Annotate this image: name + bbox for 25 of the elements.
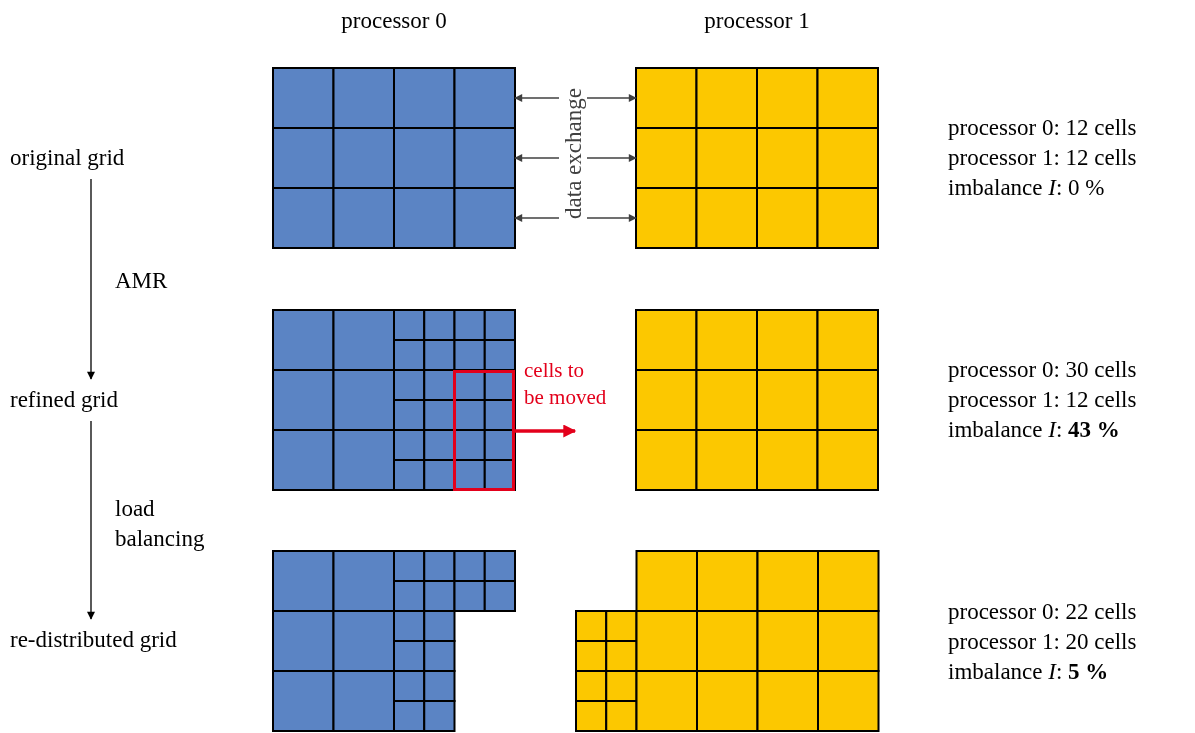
arrow: [586, 154, 637, 162]
column-heading: processor 0: [341, 7, 447, 35]
statistic-text: imbalance I: 0 %: [948, 174, 1105, 202]
arrow: [514, 154, 560, 162]
arrow: [515, 424, 577, 438]
arrow: [514, 94, 560, 102]
statistic-text: processor 1: 12 cells: [948, 144, 1137, 172]
statistic-text: processor 0: 12 cells: [948, 114, 1137, 142]
row-label: refined grid: [10, 385, 170, 415]
annotation-text: cells to be moved: [524, 357, 608, 411]
statistic-text: imbalance I: 5 %: [948, 658, 1109, 686]
statistic-text: imbalance I: 43 %: [948, 416, 1120, 444]
arrow: [586, 94, 637, 102]
column-heading: processor 1: [704, 7, 810, 35]
row-label: original grid: [10, 143, 170, 173]
arrow: [87, 178, 95, 380]
statistic-text: processor 0: 22 cells: [948, 598, 1137, 626]
rotated-label: data exchange: [559, 68, 587, 238]
row-label: re-distributed grid: [10, 625, 230, 655]
arrow: [514, 214, 560, 222]
statistic-text: processor 1: 20 cells: [948, 628, 1137, 656]
arrow: [87, 420, 95, 620]
arrow: [586, 214, 637, 222]
statistic-text: processor 1: 12 cells: [948, 386, 1137, 414]
statistic-text: processor 0: 30 cells: [948, 356, 1137, 384]
